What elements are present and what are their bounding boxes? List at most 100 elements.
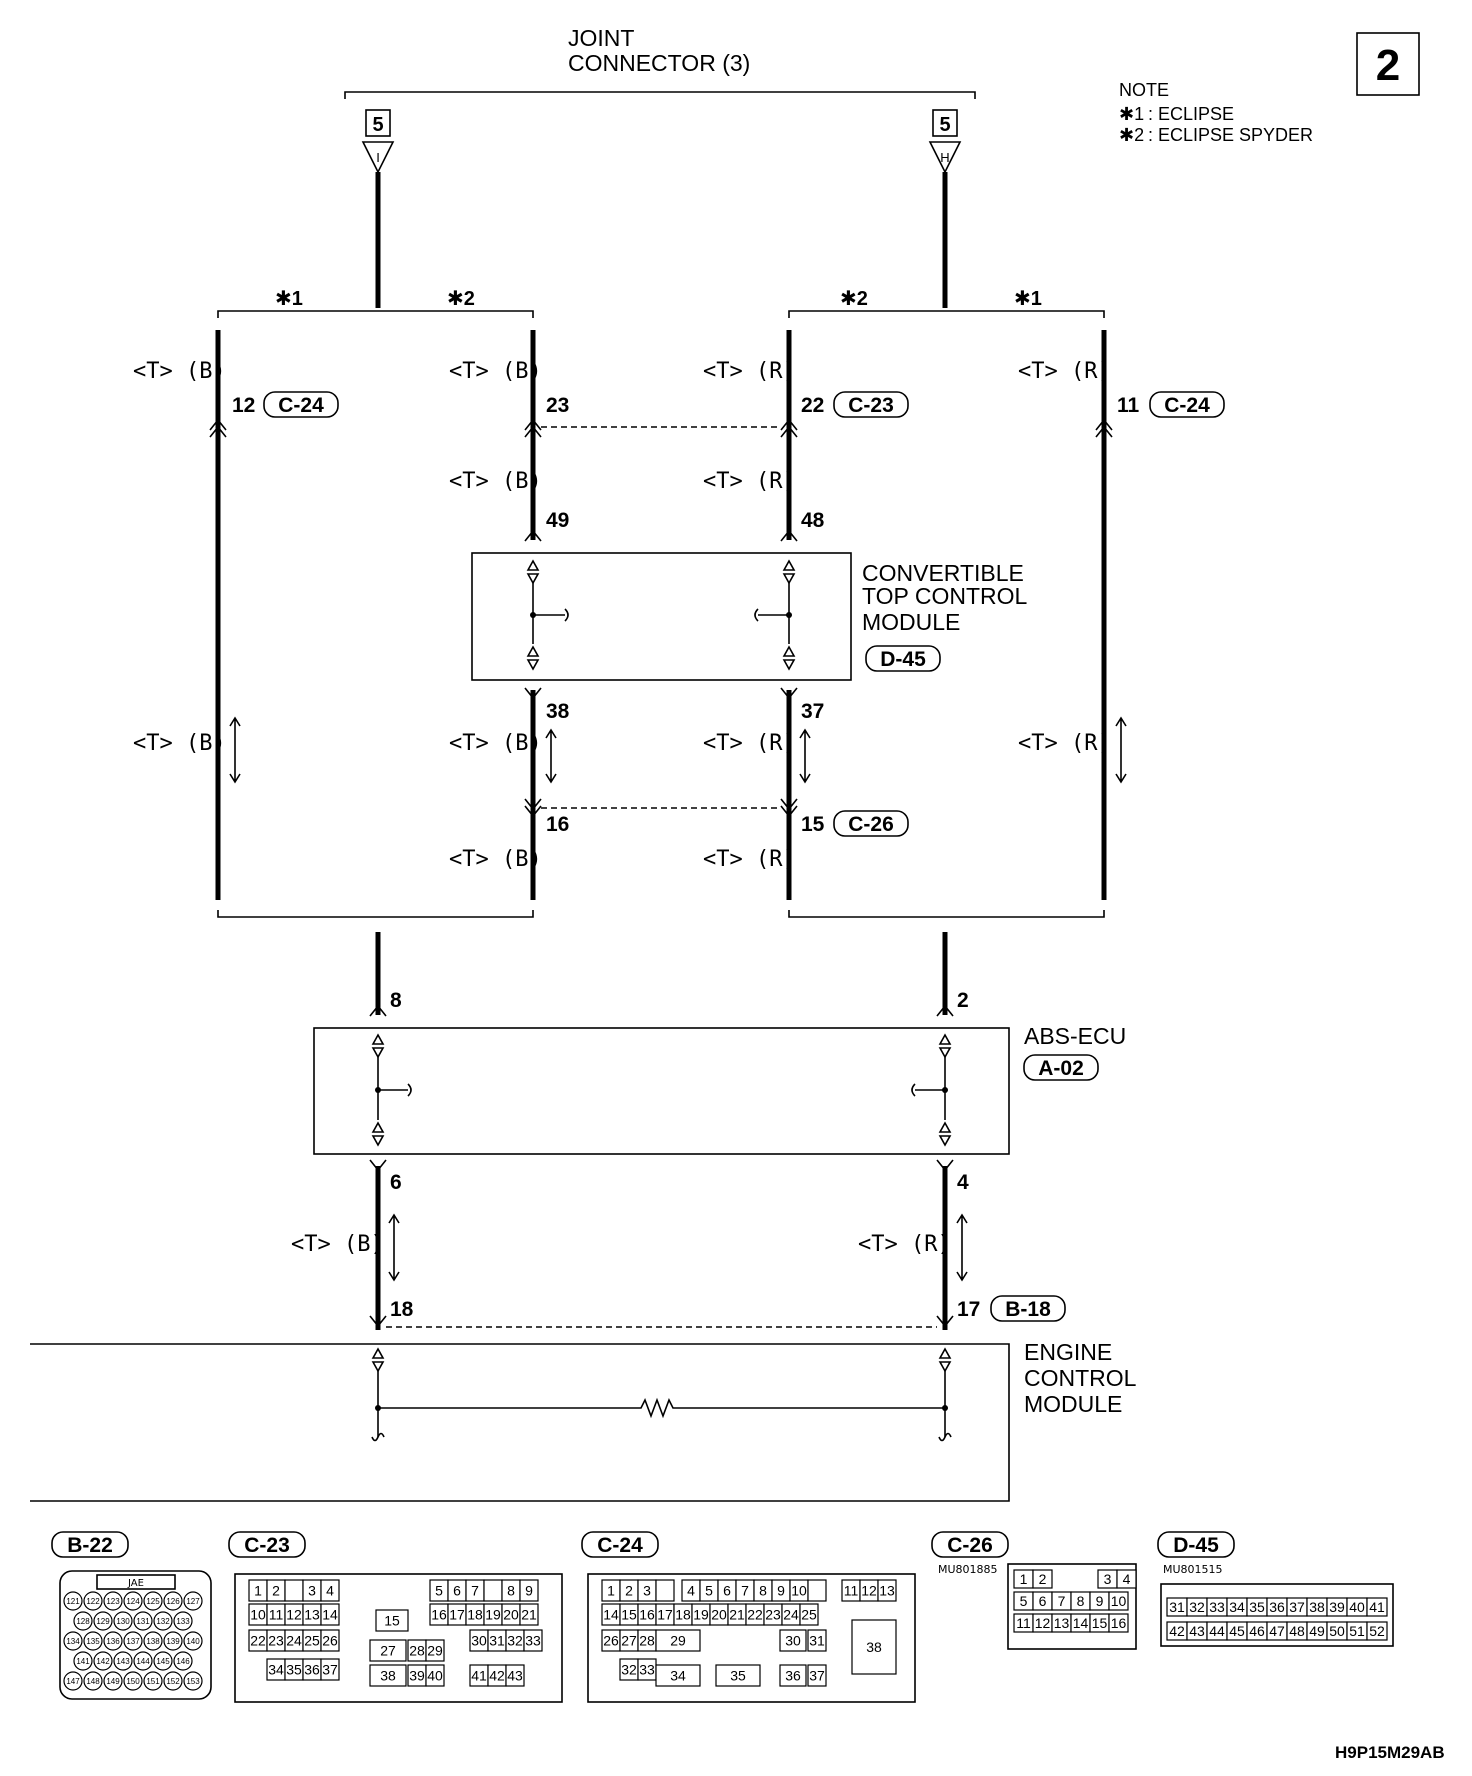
ctcm-pin49-mark	[524, 529, 542, 542]
ctcm-name-line1: CONVERTIBLE	[862, 560, 1024, 586]
connector-pin-label: 5	[1020, 1593, 1028, 1609]
ctcm-name-line2: TOP CONTROL	[862, 583, 1027, 609]
connector-pin-cell	[320, 1579, 340, 1602]
connector-pin-cell	[173, 1611, 193, 1631]
connector-pin-label: 31	[489, 1633, 505, 1649]
connector-pin-label: 24	[286, 1633, 302, 1649]
connector-view-c26-tag	[931, 1531, 1009, 1558]
signal-arrow-abs-ecm-right	[956, 1213, 968, 1282]
connector-tag-a02	[1023, 1054, 1099, 1081]
connector-pin-label: 7	[1058, 1593, 1066, 1609]
connector-view-b22-tag-text: B-22	[67, 1534, 113, 1557]
connector-tag-c26	[833, 810, 909, 837]
connector-pin-cell	[320, 1658, 340, 1681]
connector-pin-label: 12	[1035, 1615, 1051, 1631]
connector-pin-label: 21	[521, 1607, 537, 1623]
connector-pin-label: 14	[322, 1607, 338, 1623]
connector-pin-label: 48	[1289, 1623, 1305, 1639]
connector-pin-label: 36	[785, 1668, 801, 1684]
ctcm-name-line3: MODULE	[862, 609, 960, 635]
connector-pin-cell	[113, 1611, 133, 1631]
pin-17: 17	[957, 1298, 980, 1321]
connector-pin-cell	[123, 1631, 143, 1651]
connector-pin-label: 3	[1104, 1571, 1112, 1587]
connector-pin-label: 14	[1073, 1615, 1089, 1631]
pin-2: 2	[957, 989, 969, 1012]
connector-pin-label: 34	[1229, 1599, 1245, 1615]
pin-4: 4	[957, 1171, 969, 1194]
connector-pin-label: 37	[322, 1662, 338, 1678]
ecm-name-line2: CONTROL	[1024, 1365, 1137, 1391]
ecm-internal-circuit	[371, 1347, 952, 1442]
connector-pin-cell	[123, 1671, 143, 1691]
connector-view-d45-tag-text: D-45	[1173, 1534, 1219, 1557]
connector-pin-label: 38	[866, 1639, 882, 1655]
connector-pin-label: 7	[471, 1583, 479, 1599]
connector-c24-right-mark	[1095, 418, 1113, 438]
pin-8: 8	[390, 989, 402, 1012]
connector-view-b22-maker: JAE	[127, 1578, 144, 1589]
connector-pin-label: 147	[66, 1677, 80, 1686]
connector-pin-label: 21	[729, 1607, 745, 1623]
connector-view-c23-tag-text: C-23	[244, 1534, 290, 1557]
connector-pin-cell	[83, 1631, 103, 1651]
connector-pin-label: 23	[268, 1633, 284, 1649]
connector-pin-label: 136	[106, 1637, 120, 1646]
connector-pin-cell	[73, 1611, 93, 1631]
connector-pin-label: 2	[272, 1583, 280, 1599]
page-number-box	[1356, 32, 1420, 96]
connector-pin-cell	[375, 1609, 409, 1632]
connector-pin-cell	[483, 1579, 503, 1602]
connector-pin-cell	[1108, 1613, 1129, 1633]
connector-pin-cell	[63, 1671, 83, 1691]
connector-pin-label: 39	[409, 1668, 425, 1684]
connector-tag-d45	[865, 645, 941, 672]
connector-pin-label: 13	[1054, 1615, 1070, 1631]
connector-c26-right-mark	[780, 798, 798, 818]
connector-pin-label: 34	[670, 1668, 686, 1684]
note-1-text: : ECLIPSE	[1148, 104, 1234, 124]
connector-pin-label: 127	[186, 1597, 200, 1606]
connector-pin-cell	[523, 1629, 543, 1652]
connector-pin-cell	[63, 1591, 83, 1611]
connector-pin-cell	[183, 1591, 203, 1611]
joint-pin-right-number: 5	[939, 114, 950, 136]
connector-pin-label: 26	[603, 1633, 619, 1649]
connector-pin-cell	[1366, 1597, 1388, 1617]
wire-tag-right-inner-bottom: <T> (R)	[703, 847, 796, 872]
variant-brace-left	[217, 310, 534, 318]
connector-pin-label: 52	[1369, 1623, 1385, 1639]
abs-pin8-mark	[369, 1004, 387, 1017]
connector-pin-label: 12	[861, 1583, 877, 1599]
signal-arrow-abs-ecm-left	[388, 1213, 400, 1282]
connector-pin-cell	[83, 1671, 103, 1691]
connector-pin-label: 14	[603, 1607, 619, 1623]
ecm-name-line3: MODULE	[1024, 1391, 1122, 1417]
connector-pin-label: 22	[747, 1607, 763, 1623]
joint-pin-right-letter: H	[940, 150, 949, 165]
wire-tag-left-outer-top: <T> (B)	[133, 359, 226, 384]
connector-pin-label: 42	[489, 1668, 505, 1684]
page-number: 2	[1376, 41, 1400, 90]
connector-pin-label: 28	[409, 1643, 425, 1659]
abs-pin6-mark	[369, 1159, 387, 1172]
note-2-text: : ECLIPSE SPYDER	[1148, 125, 1313, 145]
connector-pin-label: 38	[380, 1668, 396, 1684]
connector-tag-c26-text: C-26	[848, 813, 894, 836]
connector-pin-cell	[425, 1664, 445, 1687]
connector-view-d45-part: MU801515	[1163, 1563, 1223, 1576]
connector-pin-label: 10	[1111, 1593, 1127, 1609]
connector-pin-cell	[369, 1664, 407, 1687]
connector-pin-label: 42	[1169, 1623, 1185, 1639]
pin-49: 49	[546, 509, 569, 532]
connector-pin-cell	[425, 1639, 445, 1662]
connector-c24-left-mark	[209, 418, 227, 438]
connector-pin-cell	[163, 1631, 183, 1651]
pin-48: 48	[801, 509, 825, 532]
ecm-pin17-mark	[936, 1315, 954, 1328]
connector-pin-label: 16	[639, 1607, 655, 1623]
connector-pin-label: 43	[507, 1668, 523, 1684]
